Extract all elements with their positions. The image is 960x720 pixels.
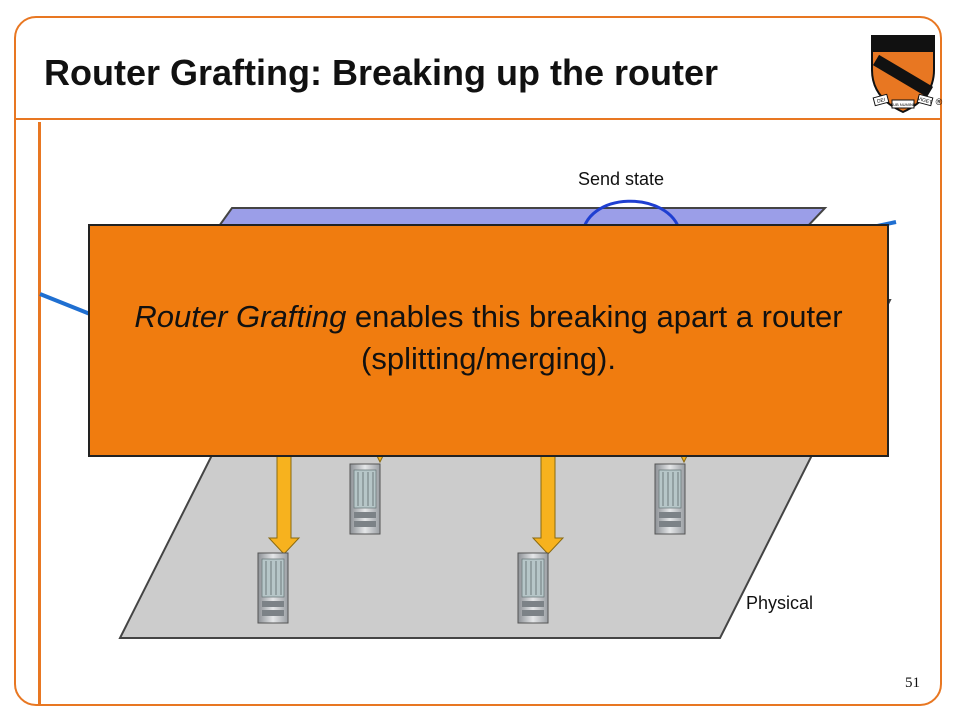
left-margin-rule	[38, 122, 41, 706]
send-state-loop	[580, 199, 682, 239]
callout-text: Router Grafting enables this breaking ap…	[90, 296, 887, 380]
physical-label: Physical	[746, 593, 814, 613]
send-state-label: Send state	[578, 169, 665, 189]
router-icon	[349, 463, 381, 535]
router-icon	[517, 552, 549, 624]
logo-motto-center: SUB NUMINE	[890, 102, 915, 107]
router-icon	[257, 552, 289, 624]
slide-title: Router Grafting: Breaking up the router	[44, 52, 719, 93]
logo-motto-left: DEI	[876, 97, 886, 105]
princeton-shield-logo: DEI SUB NUMINE VIGET ®	[871, 35, 943, 114]
logo-motto-right: VIGET	[917, 96, 933, 106]
logo-registered-mark: ®	[936, 97, 943, 107]
callout-box: Router Grafting enables this breaking ap…	[88, 224, 889, 457]
mapping-arrow	[267, 449, 301, 555]
router-icon	[654, 463, 686, 535]
page-number: 51	[905, 675, 920, 691]
title-divider	[14, 118, 942, 120]
slide-frame	[14, 16, 942, 706]
mapping-arrow	[531, 449, 565, 555]
callout-body: enables this breaking apart a router (sp…	[346, 299, 843, 376]
callout-emphasis: Router Grafting	[134, 299, 347, 334]
